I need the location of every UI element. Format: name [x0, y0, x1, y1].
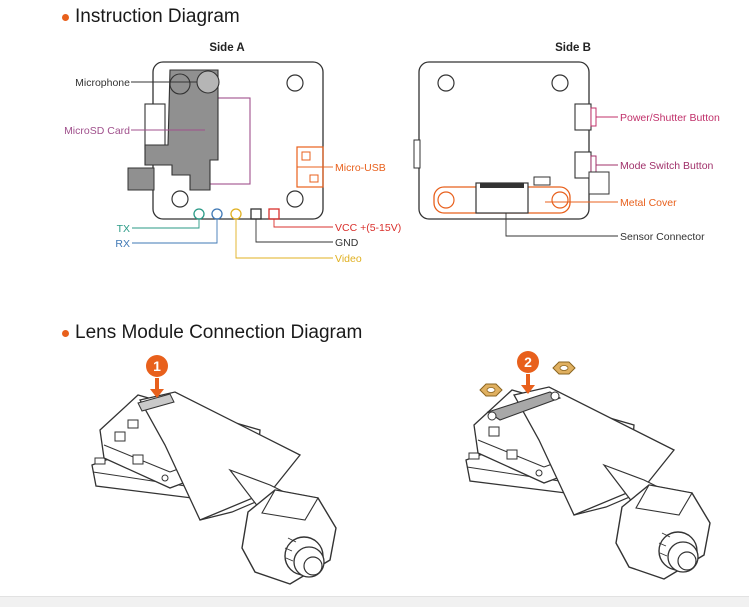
step-2-badge-icon	[517, 351, 539, 373]
tx-label: TX	[117, 223, 130, 235]
bullet-icon	[62, 329, 69, 337]
step-2-marker: 2	[517, 351, 539, 394]
instruction-diagram-title: Instruction Diagram	[75, 6, 240, 27]
section-title-lens: Lens Module Connection Diagram	[62, 322, 362, 344]
mounting-hole-icon	[171, 190, 189, 208]
lens-assembly-step-2	[465, 386, 711, 580]
mode-switch-label: Mode Switch Button	[620, 160, 714, 172]
side-b-title: Side B	[555, 42, 591, 54]
down-arrow-icon	[150, 389, 164, 398]
step-1-marker: 1	[146, 355, 168, 398]
side-a-board: Side A	[127, 42, 324, 220]
sensor-connector-label: Sensor Connector	[620, 231, 705, 243]
side-a-title: Side A	[209, 42, 244, 54]
bullet-icon	[62, 13, 69, 21]
mounting-hole-icon	[286, 190, 304, 208]
section-title-instruction: Instruction Diagram	[62, 6, 240, 28]
lens-assembly-step-1	[91, 391, 337, 585]
microsd-label: MicroSD Card	[64, 125, 130, 137]
rx-label: RX	[115, 238, 130, 250]
step-1-number: 1	[153, 358, 161, 374]
power-shutter-button	[574, 103, 592, 131]
mounting-hole-icon	[437, 74, 455, 92]
video-label: Video	[335, 253, 362, 265]
hex-nut-left-icon	[479, 383, 503, 397]
down-arrow-icon	[521, 385, 535, 394]
lens-module-title: Lens Module Connection Diagram	[75, 322, 363, 343]
page-footer-bar	[0, 596, 749, 607]
microphone-icon	[196, 70, 220, 94]
micro-usb-label: Micro-USB	[335, 162, 386, 174]
mounting-hole-icon	[551, 74, 569, 92]
step-1-badge-icon	[146, 355, 168, 377]
mounting-hole-icon	[286, 74, 304, 92]
gnd-label: GND	[335, 237, 359, 249]
hex-nut-right-icon	[552, 361, 576, 375]
sensor-connector-plug	[137, 393, 175, 412]
step-2-number: 2	[524, 354, 532, 370]
microphone-label: Microphone	[75, 77, 130, 89]
metal-cover-label: Metal Cover	[620, 197, 677, 209]
side-b-board: Side B	[413, 42, 610, 220]
power-shutter-label: Power/Shutter Button	[620, 112, 720, 124]
vcc-label: VCC +(5-15V)	[335, 222, 401, 234]
